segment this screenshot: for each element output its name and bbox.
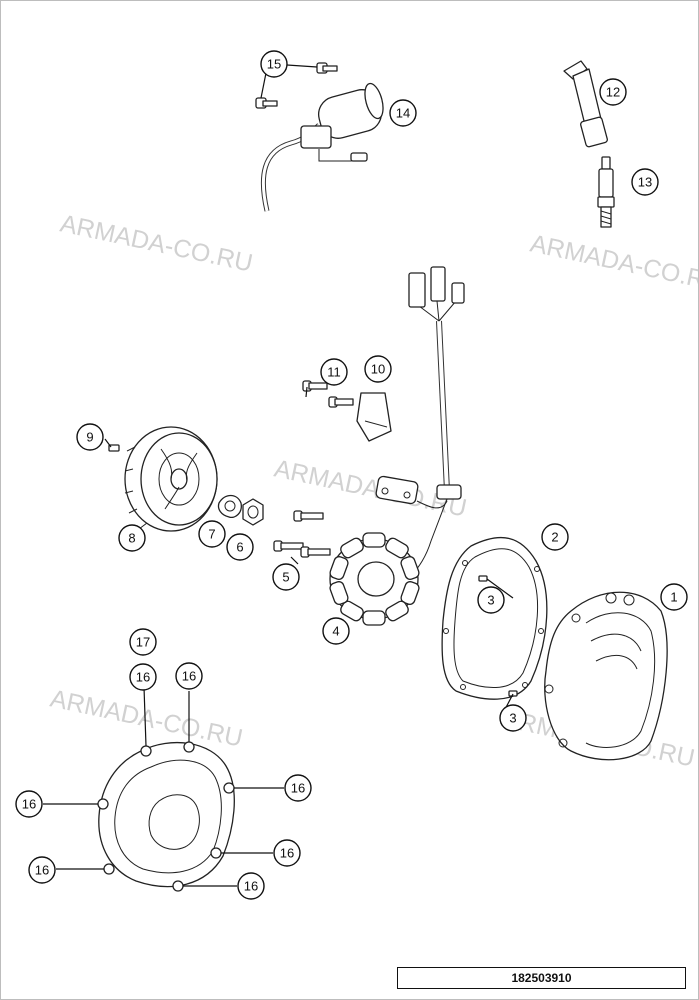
callout-12-label: 12 <box>606 85 620 100</box>
stator[interactable] <box>329 532 421 626</box>
callout-16g-label: 16 <box>244 879 258 894</box>
callout-3a[interactable]: 3 <box>477 586 505 614</box>
cable-clamp[interactable] <box>356 392 392 442</box>
callout-16a[interactable]: 16 <box>129 663 157 691</box>
watermark-2: ARMADA-CO.RU <box>528 229 699 297</box>
rotor-nut[interactable] <box>242 498 264 526</box>
callout-16g[interactable]: 16 <box>237 872 265 900</box>
callout-7-label: 7 <box>208 527 215 542</box>
callout-16a-label: 16 <box>136 670 150 685</box>
callout-16f-label: 16 <box>35 863 49 878</box>
woodruff-key[interactable] <box>108 444 120 452</box>
callout-10-label: 10 <box>371 362 385 377</box>
callout-8[interactable]: 8 <box>118 524 146 552</box>
callout-16f[interactable]: 16 <box>28 856 56 884</box>
clamp-bolts[interactable] <box>302 380 354 408</box>
callout-12[interactable]: 12 <box>599 78 627 106</box>
callout-6[interactable]: 6 <box>226 533 254 561</box>
callout-17-label: 17 <box>136 635 150 650</box>
callout-4-label: 4 <box>332 624 339 639</box>
dowel-pins[interactable] <box>478 575 518 697</box>
outer-cover[interactable] <box>97 741 235 892</box>
callout-13-label: 13 <box>638 175 652 190</box>
callout-7[interactable]: 7 <box>198 520 226 548</box>
rotor-flywheel[interactable] <box>124 426 218 532</box>
callout-13[interactable]: 13 <box>631 168 659 196</box>
callout-16d[interactable]: 16 <box>15 790 43 818</box>
callout-1-label: 1 <box>670 590 677 605</box>
callout-10[interactable]: 10 <box>364 355 392 383</box>
callout-16d-label: 16 <box>22 797 36 812</box>
callout-14-label: 14 <box>396 106 410 121</box>
callout-5[interactable]: 5 <box>272 563 300 591</box>
spark-plug-connector[interactable] <box>563 60 608 148</box>
callout-17[interactable]: 17 <box>129 628 157 656</box>
callout-6-label: 6 <box>236 540 243 555</box>
callout-16b[interactable]: 16 <box>175 662 203 690</box>
callout-1[interactable]: 1 <box>660 583 688 611</box>
ignition-coil[interactable] <box>260 82 386 212</box>
callout-9-label: 9 <box>86 430 93 445</box>
callout-16e[interactable]: 16 <box>273 839 301 867</box>
callout-16c[interactable]: 16 <box>284 774 312 802</box>
callout-5-label: 5 <box>282 570 289 585</box>
stator-wiring-harness[interactable] <box>408 266 465 577</box>
ignition-cover-gasket[interactable] <box>441 536 548 700</box>
callout-11[interactable]: 11 <box>320 358 348 386</box>
callout-4[interactable]: 4 <box>322 617 350 645</box>
callout-2-label: 2 <box>551 530 558 545</box>
washer[interactable] <box>217 494 242 519</box>
pickup-sensor[interactable] <box>375 475 448 509</box>
callout-8-label: 8 <box>128 531 135 546</box>
callout-3b[interactable]: 3 <box>499 704 527 732</box>
leader-lines <box>43 64 514 887</box>
callout-15[interactable]: 15 <box>260 50 288 78</box>
callout-3a-label: 3 <box>487 593 494 608</box>
callout-16e-label: 16 <box>280 846 294 861</box>
callout-16c-label: 16 <box>291 781 305 796</box>
diagram-number-box: 182503910 <box>397 967 686 989</box>
callout-14[interactable]: 14 <box>389 99 417 127</box>
callout-2[interactable]: 2 <box>541 523 569 551</box>
stator-bolts[interactable] <box>273 510 331 558</box>
callout-11-label: 11 <box>327 365 341 380</box>
callout-3b-label: 3 <box>509 711 516 726</box>
watermark-1: ARMADA-CO.RU <box>58 209 255 277</box>
callout-9[interactable]: 9 <box>76 423 104 451</box>
callout-15-label: 15 <box>267 57 281 72</box>
ignition-cover[interactable] <box>544 591 668 761</box>
coil-mounting-bolts[interactable] <box>255 62 338 109</box>
callout-16b-label: 16 <box>182 669 196 684</box>
spark-plug[interactable] <box>597 156 615 228</box>
